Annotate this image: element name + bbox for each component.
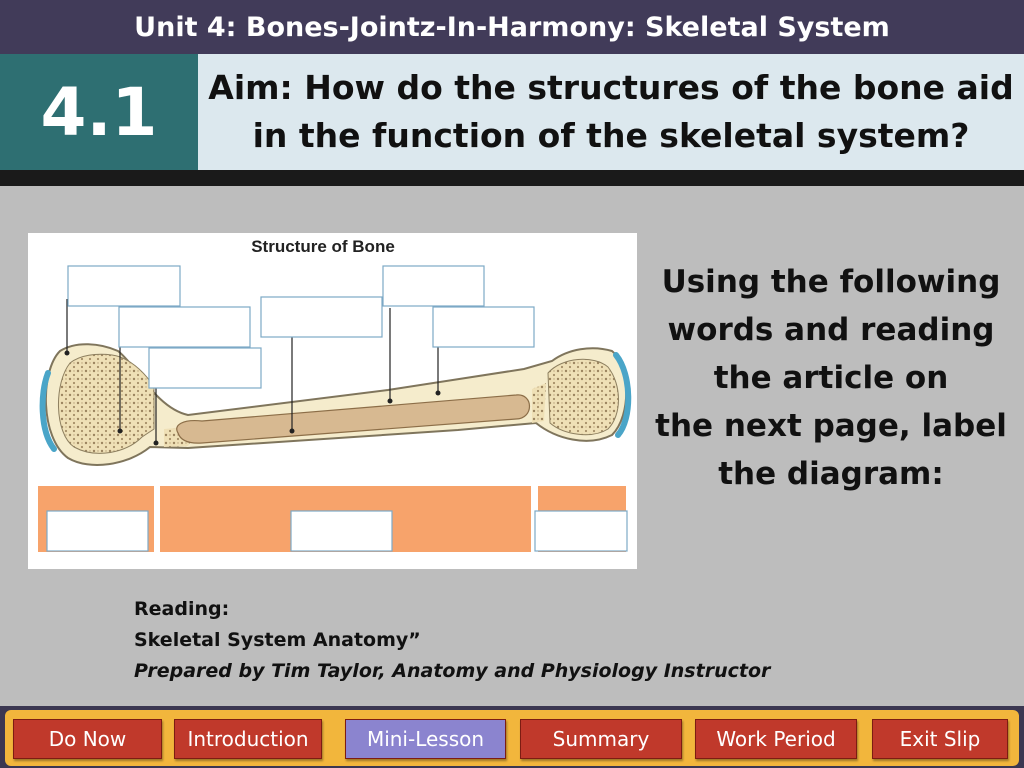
lesson-number: 4.1 xyxy=(40,73,158,151)
label-box[interactable] xyxy=(67,265,181,307)
label-box[interactable] xyxy=(432,306,535,348)
nav-do-now-button[interactable]: Do Now xyxy=(13,719,162,759)
label-leader-lines xyxy=(66,299,439,443)
diagram-title: Structure of Bone xyxy=(251,237,395,256)
bone-structure-diagram: Structure of Bone xyxy=(28,233,637,569)
aim-line-1: Aim: How do the structures of the bone a… xyxy=(208,68,1014,107)
reading-citation: Reading: Skeletal System Anatomy” Prepar… xyxy=(134,594,770,687)
reading-article-title: Skeletal System Anatomy” xyxy=(134,629,421,651)
bone-illustration xyxy=(39,343,632,466)
reading-credit-role: , Anatomy and Physiology Instructor xyxy=(378,660,771,682)
bone-diagram-svg: Structure of Bone xyxy=(38,237,632,552)
aim-line-2: in the function of the skeletal system? xyxy=(252,116,970,155)
nav-exit-slip-button[interactable]: Exit Slip xyxy=(872,719,1008,759)
instructions-text: Using the following words and reading th… xyxy=(655,264,1007,492)
label-box[interactable] xyxy=(118,306,251,348)
reading-credit: Prepared by Tim Taylor, Anatomy and Phys… xyxy=(134,656,770,687)
unit-title-bar: Unit 4: Bones-Jointz-In-Harmony: Skeleta… xyxy=(0,0,1024,54)
aim-text: Aim: How do the structures of the bone a… xyxy=(208,64,1013,160)
header-divider xyxy=(0,170,1024,186)
nav-work-period-button[interactable]: Work Period xyxy=(695,719,857,759)
label-box[interactable] xyxy=(260,296,383,338)
nav-summary-button[interactable]: Summary xyxy=(520,719,682,759)
label-box[interactable] xyxy=(534,510,628,552)
aim-box: Aim: How do the structures of the bone a… xyxy=(198,54,1024,170)
label-leader-dots xyxy=(64,350,441,446)
label-box[interactable] xyxy=(148,347,262,389)
label-box[interactable] xyxy=(290,510,393,552)
unit-title: Unit 4: Bones-Jointz-In-Harmony: Skeleta… xyxy=(134,11,890,43)
label-box[interactable] xyxy=(46,510,149,552)
reading-heading: Reading: xyxy=(134,598,230,620)
lesson-number-badge: 4.1 xyxy=(0,54,198,170)
nav-introduction-button[interactable]: Introduction xyxy=(174,719,322,759)
label-box[interactable] xyxy=(382,265,485,307)
nav-mini-lesson-button[interactable]: Mini-Lesson xyxy=(345,719,506,759)
reading-credit-author: Prepared by Tim Taylor xyxy=(134,660,379,682)
